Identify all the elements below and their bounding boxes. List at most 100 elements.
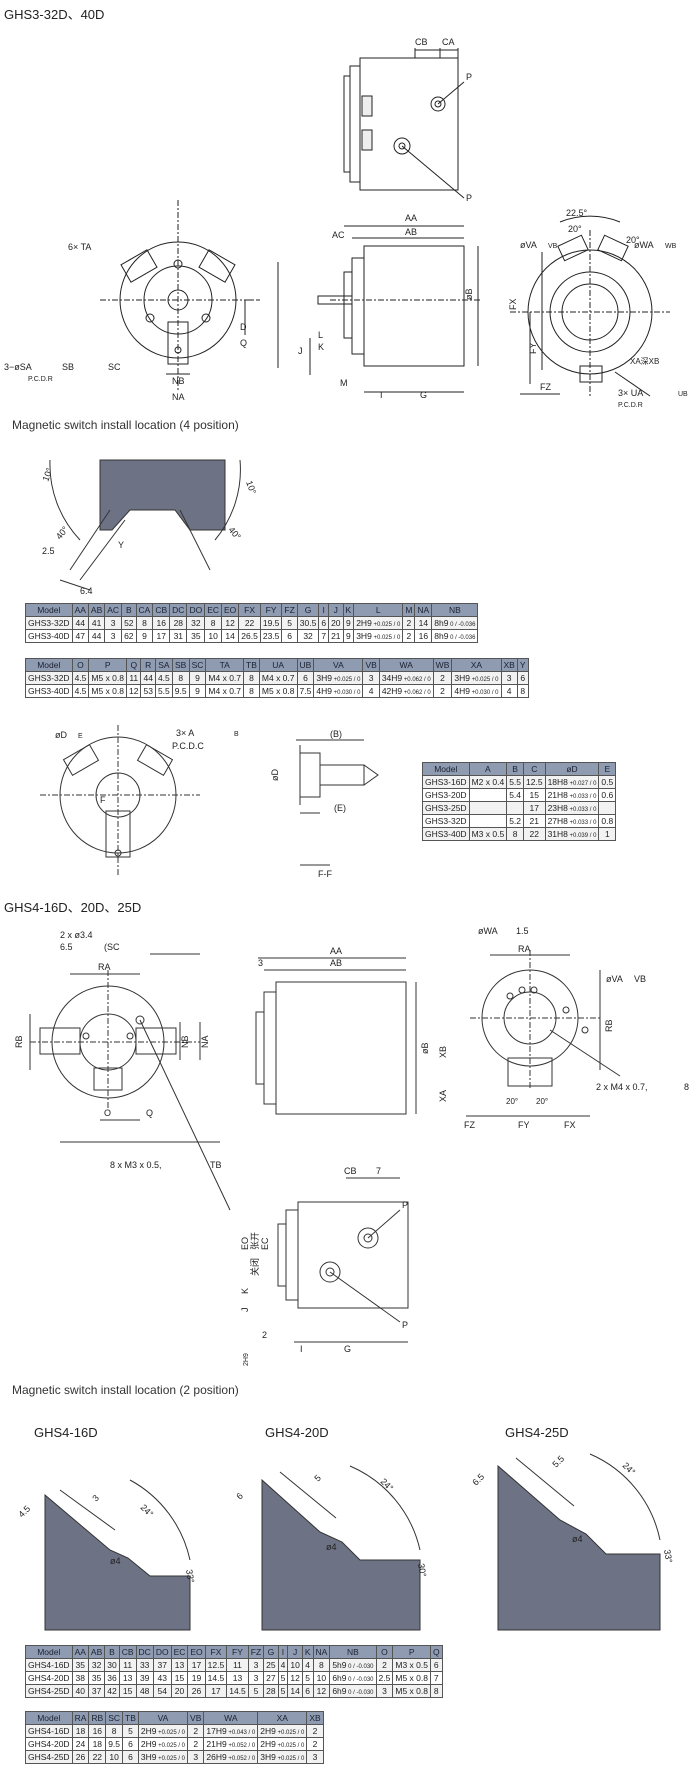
table-cell: 27H8 +0.033 / 0 (544, 814, 600, 828)
column-header: SC (188, 658, 207, 672)
column-header: SA (154, 658, 173, 672)
column-header: DO (152, 1645, 172, 1659)
table-cell: 16 (414, 629, 433, 643)
table-cell: 42 (104, 1684, 120, 1698)
table-cell: 6 (516, 671, 529, 685)
column-header: SC (105, 1711, 124, 1725)
g4-open: 张开 (250, 1232, 260, 1250)
g4-k: K (240, 1288, 250, 1294)
table-cell: 5h9 0 / -0.030 (329, 1658, 377, 1672)
table-cell: 2 (402, 629, 416, 643)
c-e: E (78, 733, 83, 740)
m1-10a: 10° (40, 466, 54, 483)
label-wb: WB (665, 243, 677, 250)
model-label-20: GHS4-20D (265, 1425, 329, 1440)
table-cell: 53 (140, 684, 156, 698)
table-cell: 2H9 +0.025 / 0 (137, 1724, 189, 1738)
model-label-25: GHS4-25D (505, 1425, 569, 1440)
m1-40b: 40° (226, 525, 243, 542)
g4-fy: FY (518, 1120, 530, 1130)
table-cell: M5 x 0.8 (88, 671, 128, 685)
column-header: K (342, 603, 355, 617)
m2-24b: 24° (379, 1476, 396, 1493)
m2-33b: 33° (662, 1549, 674, 1565)
label-ob: øB (464, 288, 474, 300)
tolerance: +0.025 / 0 (275, 1756, 305, 1762)
column-header: G (296, 603, 320, 617)
column-header: FY (259, 603, 283, 617)
column-header: J (287, 1645, 303, 1659)
column-header: NB (431, 603, 479, 617)
label-i: I (380, 390, 383, 400)
label-m: M (340, 378, 348, 388)
column-header: Model (25, 1645, 73, 1659)
column-header: DO (186, 603, 206, 617)
table-cell: 18H8 +0.027 / 0 (544, 775, 600, 789)
table-cell: M5 x 0.8 (392, 1684, 431, 1698)
table-cell: 21H8 +0.033 / 0 (544, 788, 600, 802)
table-cell: M3 x 0.5 (392, 1658, 431, 1672)
table-cell: 17 (187, 1658, 206, 1672)
label-20b: 20° (626, 235, 640, 245)
g4-8: 8 (684, 1082, 689, 1092)
column-header: B (104, 1645, 120, 1659)
table-cell: M5 x 0.8 (88, 684, 128, 698)
table-cell: 13 (118, 1671, 137, 1685)
column-header: EO (221, 603, 240, 617)
label-sc: SC (108, 362, 121, 372)
g4-o: O (104, 1108, 111, 1118)
ghs3-drawings: CB CA P P AA AB AC øB 6× TA 3−øSA SB SC … (4, 37, 688, 409)
table-cell: 17H9 +0.043 / 0 (203, 1724, 259, 1738)
column-header: DC (135, 1645, 154, 1659)
table-cell: 6 (318, 616, 330, 630)
magnetic-2-drawings: 4.5 3 24° ø4 33° 6 5 24° ø4 30° 6.5 5.5 … (16, 1453, 674, 1631)
g4-q: Q (146, 1108, 153, 1118)
table-cell: 3 (306, 1750, 324, 1764)
column-header: B (121, 603, 137, 617)
table-cell: GHS4-20D (25, 1737, 73, 1751)
table-cell: 30 (104, 1658, 120, 1672)
table-cell: 5 (247, 1684, 265, 1698)
table-cell: 9 (188, 671, 207, 685)
column-header: AB (87, 1645, 106, 1659)
column-header: FX (238, 603, 261, 617)
table-cell: 2H9 +0.025 / 0 (137, 1737, 189, 1751)
column-header: AA (71, 1645, 89, 1659)
table-cell: 4.5 (71, 671, 90, 685)
column-header: J (328, 603, 344, 617)
column-header: VA (137, 1711, 189, 1725)
label-225: 22.5° (566, 208, 588, 218)
table-cell (468, 814, 508, 828)
g4-ra: RA (98, 962, 111, 972)
column-header: TB (243, 658, 260, 672)
table-cell: 2 (432, 684, 453, 698)
table-cell: 24 (71, 1737, 90, 1751)
table-cell: 8 (506, 827, 525, 841)
table-cell: 15 (118, 1684, 137, 1698)
tolerance: +0.025 / 0 (156, 1730, 186, 1736)
label-vb: VB (548, 243, 558, 250)
table-cell (598, 801, 617, 815)
column-header: XA (257, 1711, 308, 1725)
column-header: UA (258, 658, 298, 672)
table-cell: M2 x 0.4 (468, 775, 508, 789)
table-cell: 8 (312, 1658, 331, 1672)
table-cell: 4 (362, 684, 380, 698)
table-cell: GHS4-16D (25, 1658, 73, 1672)
table-cell: M5 x 0.8 (258, 684, 298, 698)
table-cell: GHS3-40D (25, 629, 73, 643)
table-cell: 12 (221, 616, 240, 630)
table-cell: 47 (71, 629, 89, 643)
table-cell: 13 (226, 1671, 249, 1685)
g4-p2: P (402, 1320, 408, 1330)
label-owa: øWA (634, 240, 654, 250)
table-cell: 19.5 (259, 616, 283, 630)
table-cell: 6 (296, 671, 315, 685)
